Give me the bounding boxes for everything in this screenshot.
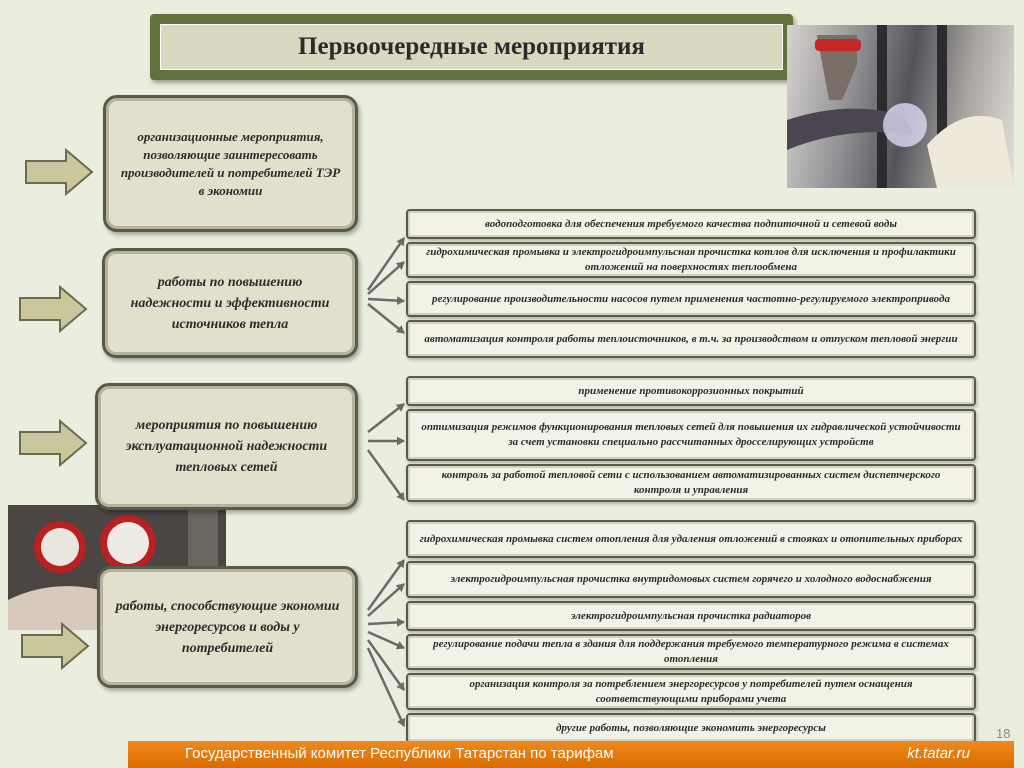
- measure-text: водоподготовка для обеспечения требуемог…: [485, 217, 897, 230]
- measure-text: другие работы, позволяющие экономить эне…: [556, 721, 826, 734]
- connector-arrow: [366, 559, 406, 611]
- measure-text: гидрохимическая промывка и электрогидрои…: [426, 246, 956, 273]
- connector-arrow: [367, 303, 405, 334]
- measure-text: автоматизация контроля работы теплоисточ…: [424, 332, 958, 345]
- measure-item: оптимизация режимов функционирования теп…: [406, 409, 976, 461]
- measure-item: автоматизация контроля работы теплоисточ…: [406, 320, 976, 358]
- connector-arrow: [366, 639, 406, 691]
- connector-arrow: [367, 617, 405, 627]
- footer-bar: Государственный комитет Республики Татар…: [128, 741, 1014, 768]
- measure-text: электрогидроимпульсная прочистка внутрид…: [450, 573, 932, 585]
- measure-item: электрогидроимпульсная прочистка радиато…: [406, 601, 976, 631]
- measure-item: гидрохимическая промывка и электрогидрои…: [406, 242, 976, 278]
- page-title: Первоочередные мероприятия: [298, 33, 645, 60]
- measure-text: регулирование производительности насосов…: [432, 292, 950, 305]
- connector-arrow: [366, 237, 406, 291]
- category-box-organizational: организационные мероприятия, позволяющие…: [103, 95, 358, 232]
- measure-text: электрогидроимпульсная прочистка радиато…: [571, 609, 811, 622]
- connector-arrow: [367, 583, 405, 617]
- connector-arrow: [367, 296, 405, 306]
- measure-text: гидрохимическая промывка систем отоплени…: [419, 532, 963, 545]
- measure-item: организация контроля за потреблением эне…: [406, 673, 976, 710]
- arrow-right-icon: [19, 285, 88, 333]
- arrow-right-icon: [21, 622, 90, 670]
- measure-text: организация контроля за потреблением эне…: [469, 677, 913, 705]
- footer-organization: Государственный комитет Республики Татар…: [185, 745, 614, 762]
- measure-item: контроль за работой тепловой сети с испо…: [406, 464, 976, 502]
- measure-text: применение противокоррозионных покрытий: [578, 384, 804, 397]
- title-frame: Первоочередные мероприятия: [150, 14, 793, 80]
- arrow-right-icon: [19, 419, 88, 467]
- connector-arrow: [366, 449, 406, 501]
- measure-text: контроль за работой тепловой сети с испо…: [441, 469, 941, 496]
- measure-item: гидрохимическая промывка систем отоплени…: [406, 520, 976, 558]
- category-box-heat-networks: мероприятия по повышению эксплуатационно…: [95, 383, 358, 510]
- footer-website-link[interactable]: kt.tatar.ru: [907, 745, 970, 762]
- measure-text: регулирование подачи тепла в здания для …: [433, 638, 949, 665]
- category-label: работы по повышению надежности и эффекти…: [130, 274, 330, 332]
- measure-text: оптимизация режимов функционирования теп…: [421, 421, 961, 448]
- measure-item: другие работы, позволяющие экономить эне…: [406, 713, 976, 743]
- measure-item: регулирование подачи тепла в здания для …: [406, 634, 976, 670]
- category-box-consumers: работы, способствующие экономии энергоре…: [97, 566, 358, 688]
- connector-arrow: [367, 403, 405, 433]
- connector-arrow: [366, 647, 406, 727]
- measure-item: электрогидроимпульсная прочистка внутрид…: [406, 561, 976, 598]
- welding-pipe-photo: [787, 25, 1014, 188]
- connector-arrow: [367, 261, 405, 295]
- category-label: организационные мероприятия, позволяющие…: [120, 128, 341, 198]
- category-box-heat-sources: работы по повышению надежности и эффекти…: [102, 248, 358, 358]
- category-label: мероприятия по повышению эксплуатационно…: [125, 418, 328, 475]
- title-panel: Первоочередные мероприятия: [160, 24, 783, 70]
- arrow-right-icon: [25, 148, 94, 196]
- measure-item: регулирование производительности насосов…: [406, 281, 976, 317]
- category-label: работы, способствующие экономии энергоре…: [115, 598, 340, 656]
- page-number: 18: [996, 726, 1011, 741]
- connector-arrow: [367, 630, 405, 650]
- measure-item: водоподготовка для обеспечения требуемог…: [406, 209, 976, 239]
- measure-item: применение противокоррозионных покрытий: [406, 376, 976, 406]
